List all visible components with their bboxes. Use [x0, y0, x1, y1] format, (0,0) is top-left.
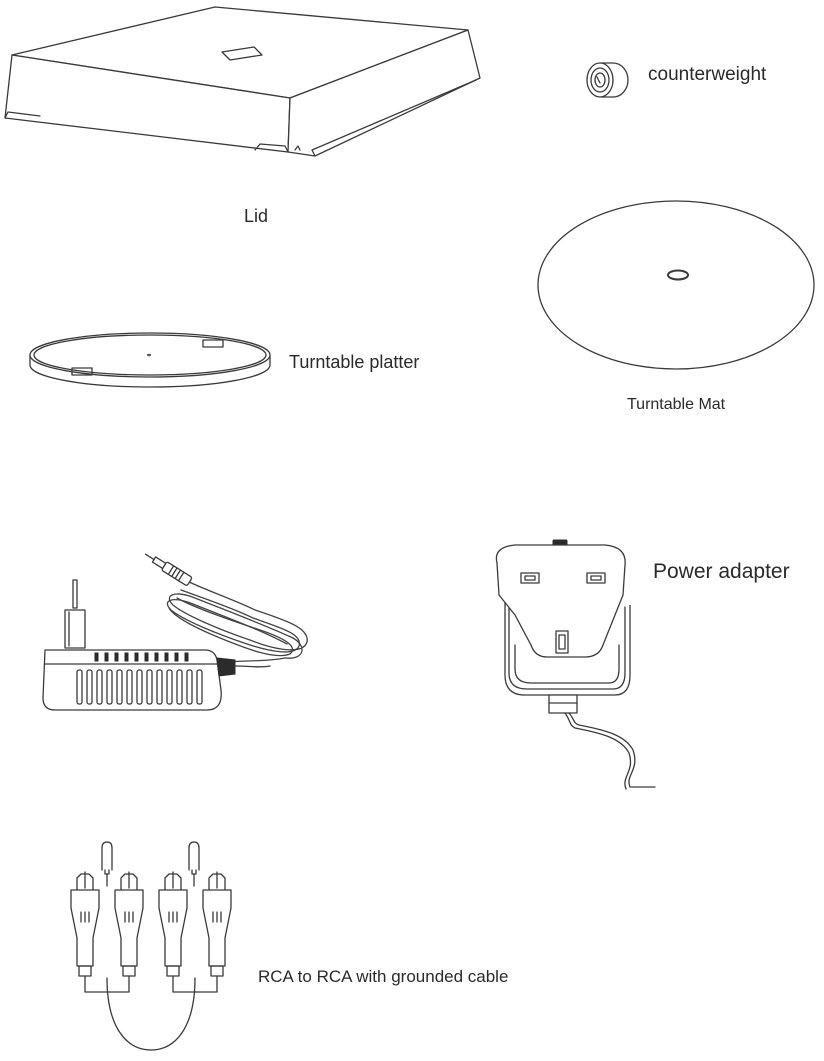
turntable-platter-label: Turntable platter — [289, 352, 420, 372]
uk-power-adapter-icon — [485, 535, 665, 795]
rca-cable-icon — [55, 838, 255, 1058]
counterweight-icon — [583, 60, 633, 104]
eu-power-adapter-icon — [35, 550, 325, 720]
turntable-platter-icon — [25, 325, 275, 390]
rca-cable-label: RCA to RCA with grounded cable — [258, 967, 509, 986]
power-adapter-label: Power adapter — [653, 560, 790, 583]
turntable-mat-label: Turntable Mat — [627, 396, 726, 413]
lid-icon — [0, 0, 500, 170]
counterweight-label: counterweight — [648, 64, 767, 85]
turntable-mat-icon — [530, 195, 820, 375]
lid-label: Lid — [244, 206, 269, 226]
